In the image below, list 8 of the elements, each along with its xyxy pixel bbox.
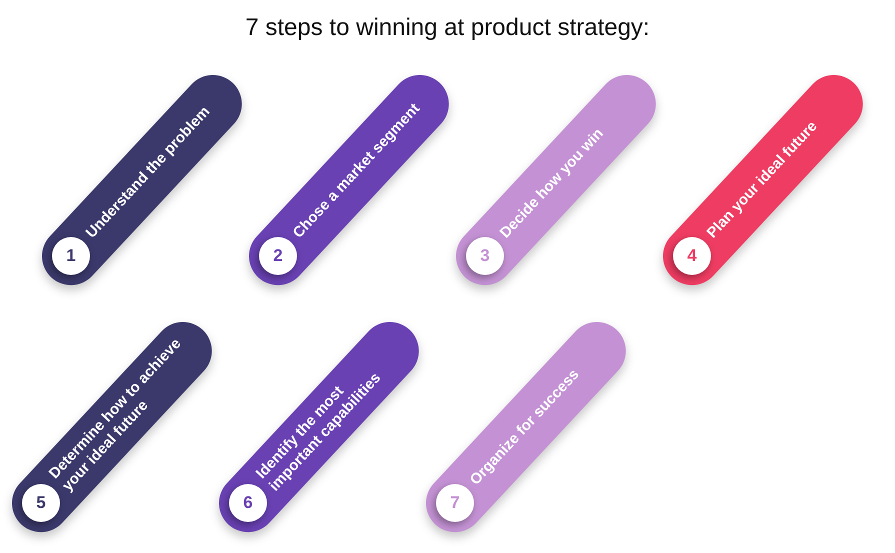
step-pill <box>219 322 419 532</box>
step-pill <box>663 75 863 286</box>
step-pill <box>426 322 626 532</box>
step-pill <box>42 75 242 286</box>
step-pill <box>249 75 449 286</box>
step-pill <box>456 75 656 286</box>
title: 7 steps to winning at product strategy: <box>245 14 650 42</box>
step-pill <box>12 322 212 532</box>
